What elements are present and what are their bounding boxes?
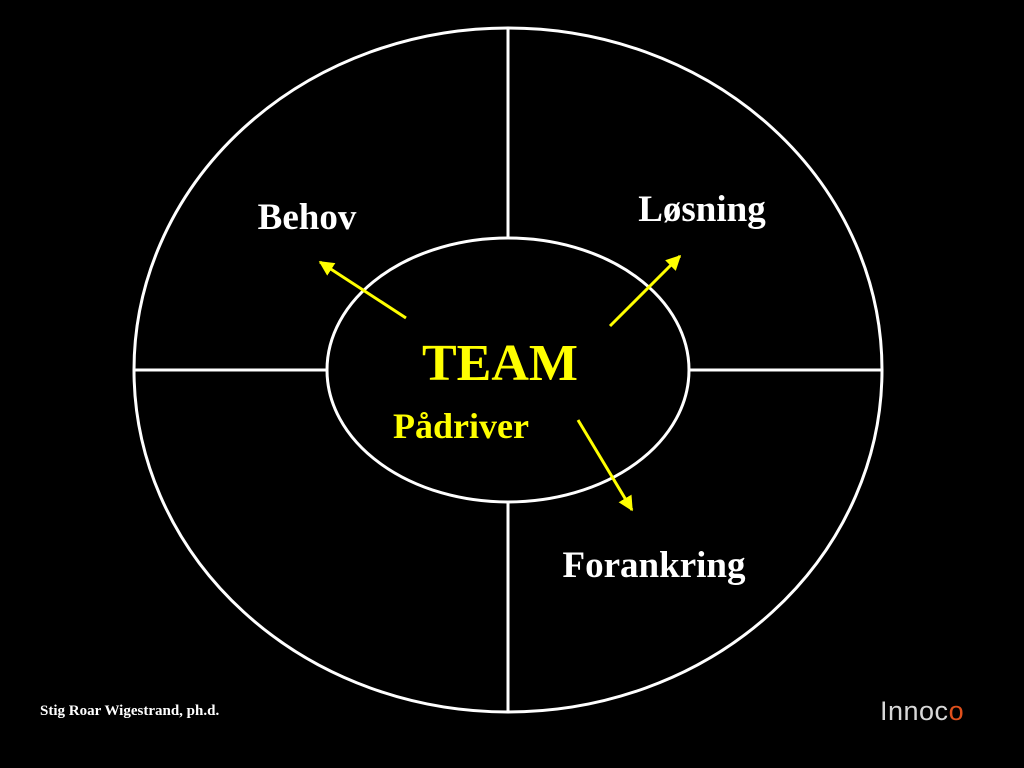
center-title: TEAM xyxy=(422,335,578,392)
arrow-to-losning xyxy=(608,254,682,328)
label-losning: Løsning xyxy=(638,189,766,230)
inner-ellipse xyxy=(325,236,691,504)
label-forankring: Forankring xyxy=(563,545,746,586)
arrow-to-forankring xyxy=(576,419,634,512)
label-behov: Behov xyxy=(258,197,357,238)
arrow-to-behov xyxy=(318,260,407,320)
footer-author: Stig Roar Wigestrand, ph.d. xyxy=(40,703,220,719)
logo-main: Innoc xyxy=(880,696,949,726)
logo-accent: o xyxy=(948,696,965,726)
center-subtitle: Pådriver xyxy=(393,406,529,446)
innoco-logo: Innoco xyxy=(880,696,964,727)
